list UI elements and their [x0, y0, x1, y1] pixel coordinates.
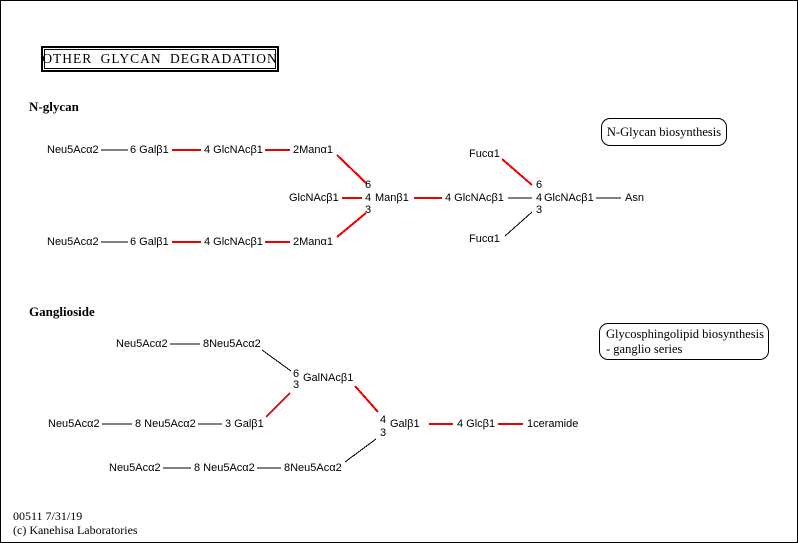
edge-red	[501, 158, 533, 186]
section-label-nglycan: N-glycan	[29, 99, 79, 114]
pathway-link-label-line1: Glycosphingolipid biosynthesis	[606, 327, 764, 341]
nglycan-bottom-neu5ac[interactable]: Neu5Acα2	[47, 236, 99, 248]
nglycan-bottom-gal[interactable]: 6 Galβ1	[130, 236, 169, 248]
edge-black	[504, 211, 533, 237]
ganglio-r3-neu5ac-mid[interactable]: 8 Neu5Acα2	[194, 462, 255, 474]
section-label-ganglioside: Ganglioside	[29, 304, 95, 319]
ganglio-ceramide[interactable]: 1ceramide	[527, 418, 579, 430]
nglycan-top-man[interactable]: 2Manα1	[293, 144, 333, 156]
nglycan-glcnac1-link-3: 3	[536, 204, 543, 216]
edge-black	[344, 438, 377, 463]
nglycan-man-link-3: 3	[365, 204, 372, 216]
pathway-link-label-line2: - ganglio series	[606, 342, 683, 356]
nglycan-bottom-glcnac[interactable]: 4 GlcNAcβ1	[204, 236, 263, 248]
map-title-box: OTHER GLYCAN DEGRADATION	[41, 46, 279, 72]
ganglio-galnac[interactable]: GalNAcβ1	[303, 372, 354, 384]
ganglio-r1-neu5ac-inner[interactable]: 8Neu5Acα2	[203, 338, 261, 350]
ganglio-r2-neu5ac-outer[interactable]: Neu5Acα2	[48, 418, 100, 430]
ganglio-gal-link-4: 4	[380, 414, 387, 426]
ganglio-r1-neu5ac-outer[interactable]: Neu5Acα2	[116, 338, 168, 350]
nglycan-bottom-man[interactable]: 2Manα1	[293, 236, 333, 248]
ganglio-core-gal[interactable]: Galβ1	[390, 418, 420, 430]
ganglio-r3-neu5ac-inner[interactable]: 8Neu5Acα2	[284, 462, 342, 474]
pathway-link-nglycan-biosynthesis[interactable]: N-Glycan biosynthesis	[601, 118, 727, 146]
nglycan-man-link-6: 6	[365, 179, 372, 191]
nglycan-core-glcnac2[interactable]: 4 GlcNAcβ1	[445, 192, 504, 204]
ganglio-r2-neu5ac-inner[interactable]: 8 Neu5Acα2	[135, 418, 196, 430]
map-code: 00511 7/31/19	[13, 509, 83, 523]
edge-red	[336, 212, 367, 238]
edge-black	[261, 349, 292, 372]
nglycan-top-glcnac[interactable]: 4 GlcNAcβ1	[204, 144, 263, 156]
pathway-link-glycosphingolipid-biosynthesis-ganglio-series[interactable]: Glycosphingolipid biosynthesis - ganglio…	[599, 323, 769, 360]
edge-red	[336, 154, 368, 185]
map-title: OTHER GLYCAN DEGRADATION	[42, 49, 277, 69]
copyright: (c) Kanehisa Laboratories	[13, 522, 138, 537]
map-footer: 00511 7/31/19 (c) Kanehisa Laboratories	[13, 509, 138, 537]
edge-red	[265, 392, 291, 418]
ganglio-galnac-link-3: 3	[293, 379, 300, 391]
ganglio-r2-gal[interactable]: 3 Galβ1	[225, 418, 264, 430]
pathway-link-label: N-Glycan biosynthesis	[606, 124, 722, 139]
nglycan-top-gal[interactable]: 6 Galβ1	[130, 144, 169, 156]
nglycan-core-man[interactable]: Manβ1	[375, 192, 409, 204]
ganglio-gal-link-3: 3	[380, 427, 387, 439]
nglycan-top-neu5ac[interactable]: Neu5Acα2	[47, 144, 99, 156]
nglycan-asn[interactable]: Asn	[625, 192, 644, 204]
nglycan-fuc-lower[interactable]: Fucα1	[469, 233, 500, 245]
edge-red	[354, 385, 379, 413]
ganglio-galnac-link-6: 6	[293, 368, 300, 380]
nglycan-glcnac1-link-4: 4	[536, 192, 543, 204]
nglycan-man-link-4: 4	[365, 192, 372, 204]
ganglio-r3-neu5ac-outer[interactable]: Neu5Acα2	[109, 462, 161, 474]
nglycan-core-glcnac1[interactable]: GlcNAcβ1	[544, 192, 594, 204]
ganglio-glc[interactable]: 4 Glcβ1	[457, 418, 496, 430]
nglycan-fuc-upper[interactable]: Fucα1	[469, 148, 500, 160]
nglycan-glcnac1-link-6: 6	[536, 179, 543, 191]
nglycan-bisect-glcnac[interactable]: GlcNAcβ1	[289, 192, 339, 204]
